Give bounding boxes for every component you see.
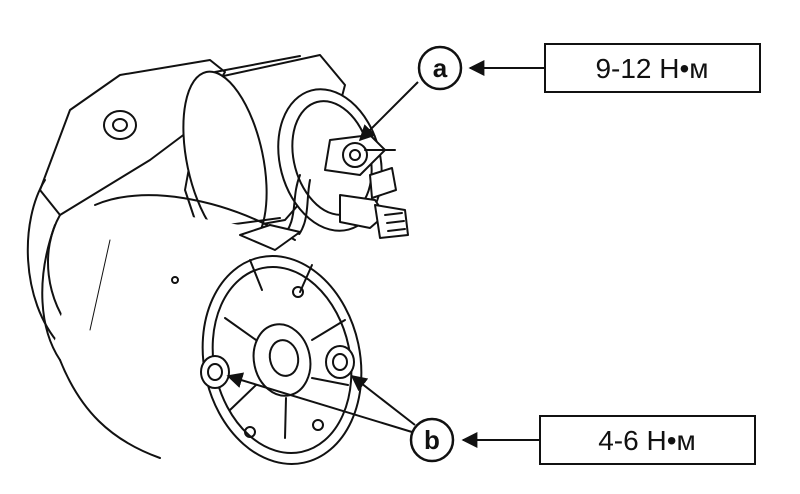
torque-value-b: 4-6 Н•м	[598, 425, 696, 456]
leader-b-to-right-bolt	[350, 375, 416, 426]
torque-box-b: 4-6 Н•м	[539, 415, 756, 465]
callout-b: b	[409, 417, 455, 463]
solenoid-terminals	[279, 134, 409, 246]
torque-value-a: 9-12 Н•м	[595, 53, 708, 84]
leader-b-to-left-bolt	[226, 372, 413, 433]
end-cover-bolts	[200, 345, 355, 389]
callout-a: a	[417, 45, 463, 91]
torque-box-a: 9-12 Н•м	[544, 43, 761, 93]
callout-b-letter: b	[424, 425, 440, 455]
leader-a-to-part	[358, 81, 419, 142]
callout-a-letter: a	[433, 53, 448, 83]
